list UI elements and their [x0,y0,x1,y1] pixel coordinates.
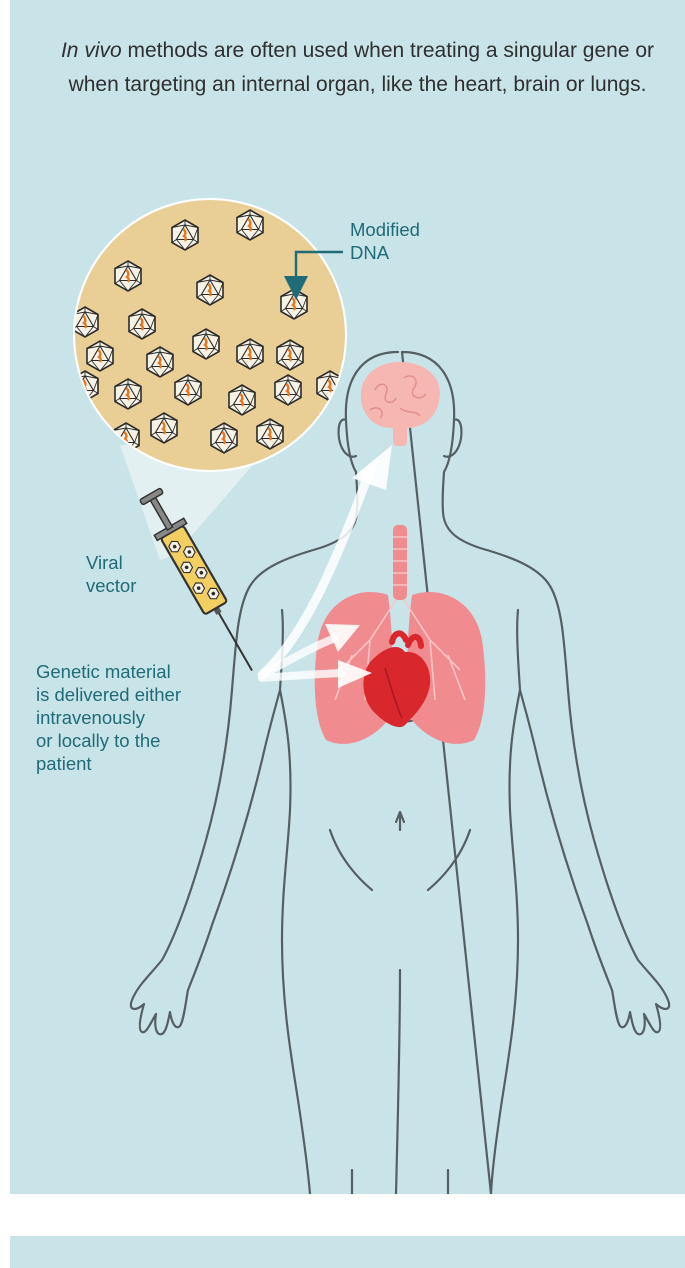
delivery-description-label: Genetic material is delivered either int… [36,660,181,775]
modified-dna-line-1: Modified [350,218,420,241]
delivery-line-3: intravenously [36,706,181,729]
delivery-line-2: is delivered either [36,683,181,706]
modified-dna-line-2: DNA [350,241,420,264]
modified-dna-label: Modified DNA [350,218,420,264]
delivery-line-5: patient [36,752,181,775]
viral-vector-line-1: Viral [86,551,136,574]
magnified-viral-particles [72,198,347,472]
trachea [393,525,407,600]
viral-vector-label: Viral vector [86,551,136,597]
delivery-line-4: or locally to the [36,729,181,752]
delivery-line-1: Genetic material [36,660,181,683]
viral-vector-line-2: vector [86,574,136,597]
